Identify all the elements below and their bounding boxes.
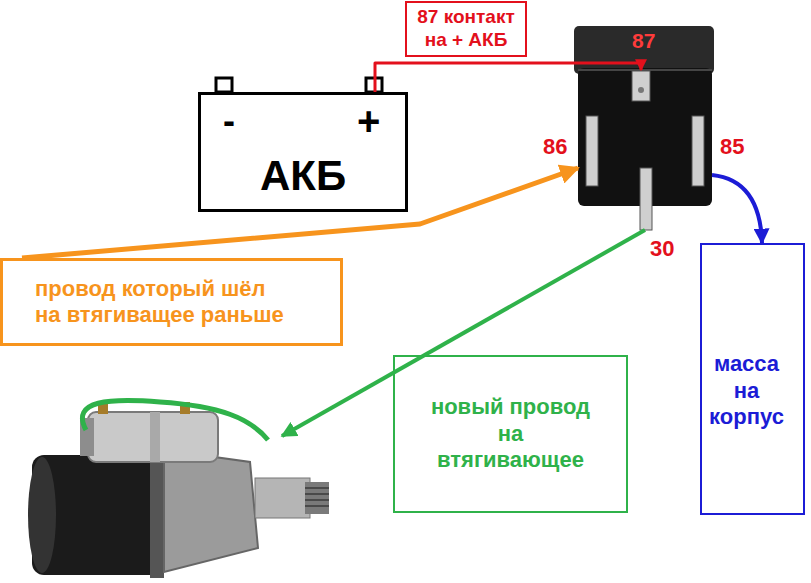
relay-body: 87 — [578, 70, 712, 205]
drive-housing — [164, 450, 258, 572]
solenoid-band — [150, 412, 160, 462]
relay-pin — [586, 116, 598, 186]
note-box: провод который шёл на втягиващее раньше — [0, 258, 343, 346]
relay-pin — [640, 168, 652, 230]
pin-number: 30 — [648, 236, 676, 262]
drive-nose — [255, 478, 310, 518]
motor-band — [150, 452, 164, 578]
solenoid-wire — [82, 400, 268, 440]
pin-hole — [638, 87, 644, 93]
starter-picture — [28, 400, 329, 578]
relay-pin — [692, 116, 704, 186]
wire-connector — [375, 63, 641, 92]
solenoid — [88, 412, 218, 462]
battery-terminal — [216, 78, 232, 92]
pinion-gear — [305, 482, 329, 514]
note-box: масса на корпус — [700, 243, 805, 515]
relay-pin — [632, 71, 650, 101]
pin-number: 87 — [630, 28, 657, 53]
relay-picture — [574, 26, 714, 230]
polarity-sign: - — [223, 99, 235, 142]
note-box: 87 контакт на + АКБ — [405, 1, 527, 57]
pin-number: 85 — [718, 134, 746, 160]
battery-box: - +АКБ — [198, 92, 408, 212]
pin-number: 86 — [541, 134, 569, 160]
note-text: 87 контакт на + АКБ — [417, 6, 516, 52]
note-text: масса на корпус — [708, 351, 785, 430]
note-box: новый провод на втягивающее — [393, 355, 628, 513]
relay-top — [574, 26, 714, 74]
note-text: провод который шёл на втягиващее раньше — [35, 276, 285, 329]
polarity-sign: + — [357, 97, 380, 145]
gear-teeth — [305, 488, 329, 506]
note-text: новый провод на втягивающее — [427, 394, 595, 473]
wire-connector — [712, 175, 762, 243]
battery-label: АКБ — [260, 151, 346, 201]
motor-cap — [28, 457, 56, 573]
